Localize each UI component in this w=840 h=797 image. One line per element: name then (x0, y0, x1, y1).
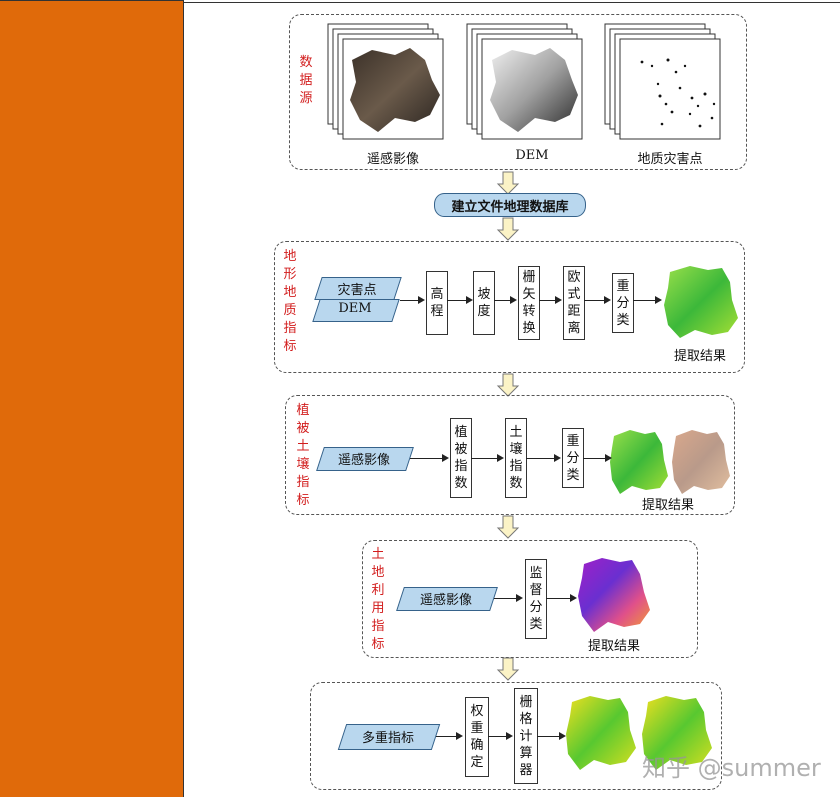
left-sidebar (0, 0, 184, 797)
landuse-panel (362, 540, 698, 658)
source-caption-hazard-points: 地质灾害点 (637, 152, 703, 167)
landuse-result-caption: 提取结果 (587, 639, 640, 654)
data-source-label: 数据源 (299, 55, 313, 106)
arrow-line (488, 736, 506, 737)
step-reclassify-2: 重分类 (562, 428, 584, 488)
multi-input: 多重指标 (361, 731, 414, 746)
step-weight-determination: 权重确定 (465, 697, 489, 777)
step-raster-vector: 栅矢转换 (518, 266, 540, 340)
step-supervised-classification: 监督分类 (525, 559, 547, 639)
final-result-map-1 (566, 696, 636, 770)
arrow-line (436, 736, 456, 737)
arrow-line (410, 458, 442, 459)
arrow-line (400, 300, 418, 301)
source-caption-remote-sensing: 遥感影像 (366, 152, 419, 167)
arrow-line (583, 458, 605, 459)
watermark: 知乎 @summer (642, 754, 821, 782)
arrow-line (633, 300, 655, 301)
step-elevation: 高程 (426, 271, 448, 335)
down-arrow-1 (496, 171, 520, 195)
terrain-panel (274, 241, 745, 373)
vegetation-result-map-green (610, 430, 668, 494)
step-reclassify: 重分类 (612, 273, 634, 333)
landuse-label: 土地利用指标 (371, 547, 385, 652)
arrow-head (604, 296, 611, 304)
dem-map (490, 48, 578, 132)
arrow-line (537, 736, 559, 737)
arrow-line (447, 300, 466, 301)
arrow-head (516, 594, 523, 602)
arrow-head (555, 296, 562, 304)
step-raster-calculator: 栅格计算器 (514, 688, 538, 784)
remote-sensing-stack (327, 23, 444, 140)
arrow-head (570, 594, 577, 602)
hazard-dots (640, 58, 716, 128)
vegetation-label: 植被土壤指标 (296, 403, 310, 508)
dem-stack (466, 23, 583, 140)
landuse-input: 遥感影像 (419, 593, 472, 608)
terrain-result-map (664, 266, 738, 338)
hazard-points-stack (604, 23, 721, 140)
vegetation-input: 遥感影像 (337, 453, 390, 468)
step-slope: 坡度 (473, 271, 495, 335)
arrow-line (584, 300, 604, 301)
vegetation-panel (285, 395, 735, 515)
multi-indicator-panel (310, 682, 722, 790)
database-node: 建立文件地理数据库 (434, 193, 586, 217)
arrow-head (466, 296, 473, 304)
arrow-head (559, 732, 566, 740)
step-euclidean-distance: 欧式距离 (563, 266, 585, 340)
arrow-line (526, 458, 554, 459)
step-soil-index: 土壤指数 (505, 418, 527, 498)
remote-sensing-map (350, 48, 440, 132)
arrow-line (471, 458, 497, 459)
terrain-result-caption: 提取结果 (673, 349, 726, 364)
arrow-head (605, 454, 612, 462)
arrow-head (456, 732, 463, 740)
arrow-line (494, 300, 510, 301)
arrow-line (539, 300, 555, 301)
arrow-head (497, 454, 504, 462)
terrain-label: 地形地质指标 (283, 249, 297, 354)
down-arrow-2 (496, 217, 520, 241)
landuse-result-map (578, 558, 650, 632)
down-arrow-5 (496, 657, 520, 681)
arrow-head (506, 732, 513, 740)
top-border-line (183, 2, 840, 3)
arrow-line (546, 598, 570, 599)
data-source-panel (289, 14, 747, 170)
final-result-map-2 (642, 696, 712, 770)
step-vegetation-index: 植被指数 (450, 418, 472, 498)
arrow-head (510, 296, 517, 304)
source-caption-dem: DEM (515, 148, 549, 163)
arrow-head (418, 296, 425, 304)
arrow-head (442, 454, 449, 462)
input-dem: DEM (338, 301, 372, 316)
vegetation-result-caption: 提取结果 (641, 498, 694, 513)
vegetation-result-map-tan (672, 430, 730, 494)
arrow-head (554, 454, 561, 462)
flow-down-arrows (496, 171, 520, 681)
down-arrow-3 (496, 373, 520, 397)
down-arrow-4 (496, 515, 520, 539)
arrow-head (655, 296, 662, 304)
arrow-line (494, 598, 516, 599)
input-hazard-points: 灾害点 (337, 283, 377, 298)
